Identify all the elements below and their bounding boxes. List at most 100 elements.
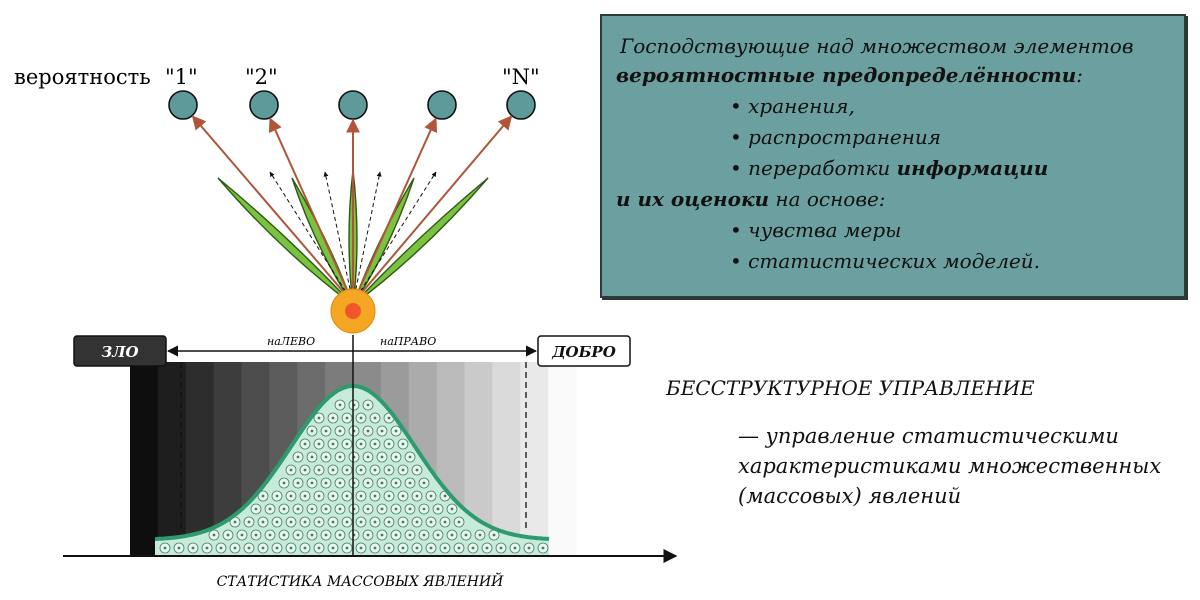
- distribution-dot-core: [415, 494, 419, 498]
- source-core-icon: [345, 303, 361, 319]
- probability-label-n: "N": [502, 65, 540, 89]
- distribution-dot-core: [317, 494, 321, 498]
- distribution-dot-core: [331, 520, 335, 524]
- distribution-dot-core: [436, 533, 440, 537]
- axis-caption: СТАТИСТИКА МАССОВЫХ ЯВЛЕНИЙ: [217, 571, 505, 590]
- distribution-dot-core: [317, 520, 321, 524]
- probability-nodes: [168, 90, 536, 120]
- distribution-dot-core: [380, 429, 384, 433]
- distribution-dot-core: [324, 455, 328, 459]
- distribution-dot-core: [338, 455, 342, 459]
- probability-node-2: [249, 90, 279, 120]
- distribution-dot-core: [303, 494, 307, 498]
- distribution-dot-core: [394, 507, 398, 511]
- distribution-dot-core: [429, 520, 433, 524]
- distribution-dot-core: [254, 533, 258, 537]
- distribution-dot-core: [191, 546, 195, 550]
- distribution-dot-core: [317, 442, 321, 446]
- distribution-dot-core: [205, 546, 209, 550]
- info-box: Господствующие над множеством элементов …: [600, 14, 1186, 298]
- info-line-eval-tail: на основе:: [769, 187, 886, 211]
- distribution-dot-core: [373, 442, 377, 446]
- distribution-dot-core: [226, 533, 230, 537]
- distribution-dot-core: [394, 533, 398, 537]
- distribution-dot-core: [338, 507, 342, 511]
- distribution-dot-core: [373, 520, 377, 524]
- distribution-dot-core: [366, 403, 370, 407]
- info-line-2-tail: :: [1076, 63, 1084, 87]
- distribution-dot-core: [324, 481, 328, 485]
- distribution-dot-core: [338, 429, 342, 433]
- dashed-arrow-1: [269, 171, 354, 304]
- bullet-spread: • распространения: [730, 125, 942, 149]
- distribution-dot-core: [380, 481, 384, 485]
- evil-label: ЗЛО: [101, 343, 138, 361]
- distribution-dot-core: [261, 520, 265, 524]
- distribution-dot-core: [310, 481, 314, 485]
- distribution-dot-core: [359, 494, 363, 498]
- distribution-dot-core: [450, 533, 454, 537]
- distribution-dot-core: [422, 507, 426, 511]
- distribution-dot-core: [345, 468, 349, 472]
- distribution-dot-core: [338, 403, 342, 407]
- distribution-dot-core: [359, 442, 363, 446]
- distribution-dot-core: [345, 520, 349, 524]
- distribution-dot-core: [324, 429, 328, 433]
- left-direction-label: наЛЕВО: [267, 335, 315, 348]
- distribution-dot-core: [478, 533, 482, 537]
- distribution-dot-core: [471, 546, 475, 550]
- dashed-arrows: [269, 171, 437, 304]
- distribution-dot-core: [387, 546, 391, 550]
- distribution-dot-core: [345, 494, 349, 498]
- right-direction-label: наПРАВО: [380, 335, 436, 348]
- distribution-dot-core: [408, 507, 412, 511]
- distribution-dot-core: [443, 520, 447, 524]
- distribution-dot-core: [394, 481, 398, 485]
- distribution-dot-core: [408, 455, 412, 459]
- distribution-dot-core: [324, 533, 328, 537]
- dashed-arrow-2: [323, 171, 354, 304]
- distribution-dot-core: [233, 546, 237, 550]
- distribution-dot-core: [296, 481, 300, 485]
- distribution-dot-core: [345, 442, 349, 446]
- probability-label-1: "1": [165, 65, 198, 89]
- distribution-dot-core: [275, 520, 279, 524]
- dashed-arrow-3: [352, 171, 382, 304]
- distribution-dot-core: [296, 533, 300, 537]
- bullet-measure: • чувства меры: [730, 218, 902, 242]
- definition-title: БЕССТРУКТУРНОЕ УПРАВЛЕНИЕ: [666, 376, 1035, 400]
- bullet-storage: • хранения,: [730, 94, 855, 118]
- distribution-dot-core: [247, 546, 251, 550]
- distribution-dot-core: [415, 520, 419, 524]
- distribution-dot-core: [373, 494, 377, 498]
- probability-node-1: [168, 90, 198, 120]
- distribution-curve: [154, 383, 550, 542]
- distribution-dot-core: [443, 494, 447, 498]
- probability-arrow-1: [191, 115, 354, 304]
- distribution-dot-core: [268, 507, 272, 511]
- distribution-dot-core: [513, 546, 517, 550]
- distribution-dot-core: [331, 494, 335, 498]
- distribution-dot-core: [492, 533, 496, 537]
- leaf-1: [217, 177, 354, 306]
- distribution-dot-core: [457, 520, 461, 524]
- distribution-dot-core: [387, 520, 391, 524]
- distribution-dot-core: [275, 494, 279, 498]
- distribution-dot-core: [380, 507, 384, 511]
- distribution-dot-core: [373, 416, 377, 420]
- distribution-dot-core: [359, 546, 363, 550]
- distribution-dot-core: [303, 442, 307, 446]
- scale-strip: [185, 362, 215, 556]
- distribution-dot-core: [338, 533, 342, 537]
- distribution-dot-core: [289, 468, 293, 472]
- distribution-dot-core: [296, 455, 300, 459]
- distribution-dot-core: [163, 546, 167, 550]
- distribution-dot-core: [422, 533, 426, 537]
- distribution-dot-core: [275, 546, 279, 550]
- distribution-dot-core: [317, 468, 321, 472]
- distribution-dot-core: [457, 546, 461, 550]
- distribution-dot-core: [541, 546, 545, 550]
- definition-line-1: — управление статистическими: [738, 424, 1119, 448]
- scale-strip: [548, 362, 577, 556]
- distribution-dot-core: [499, 546, 503, 550]
